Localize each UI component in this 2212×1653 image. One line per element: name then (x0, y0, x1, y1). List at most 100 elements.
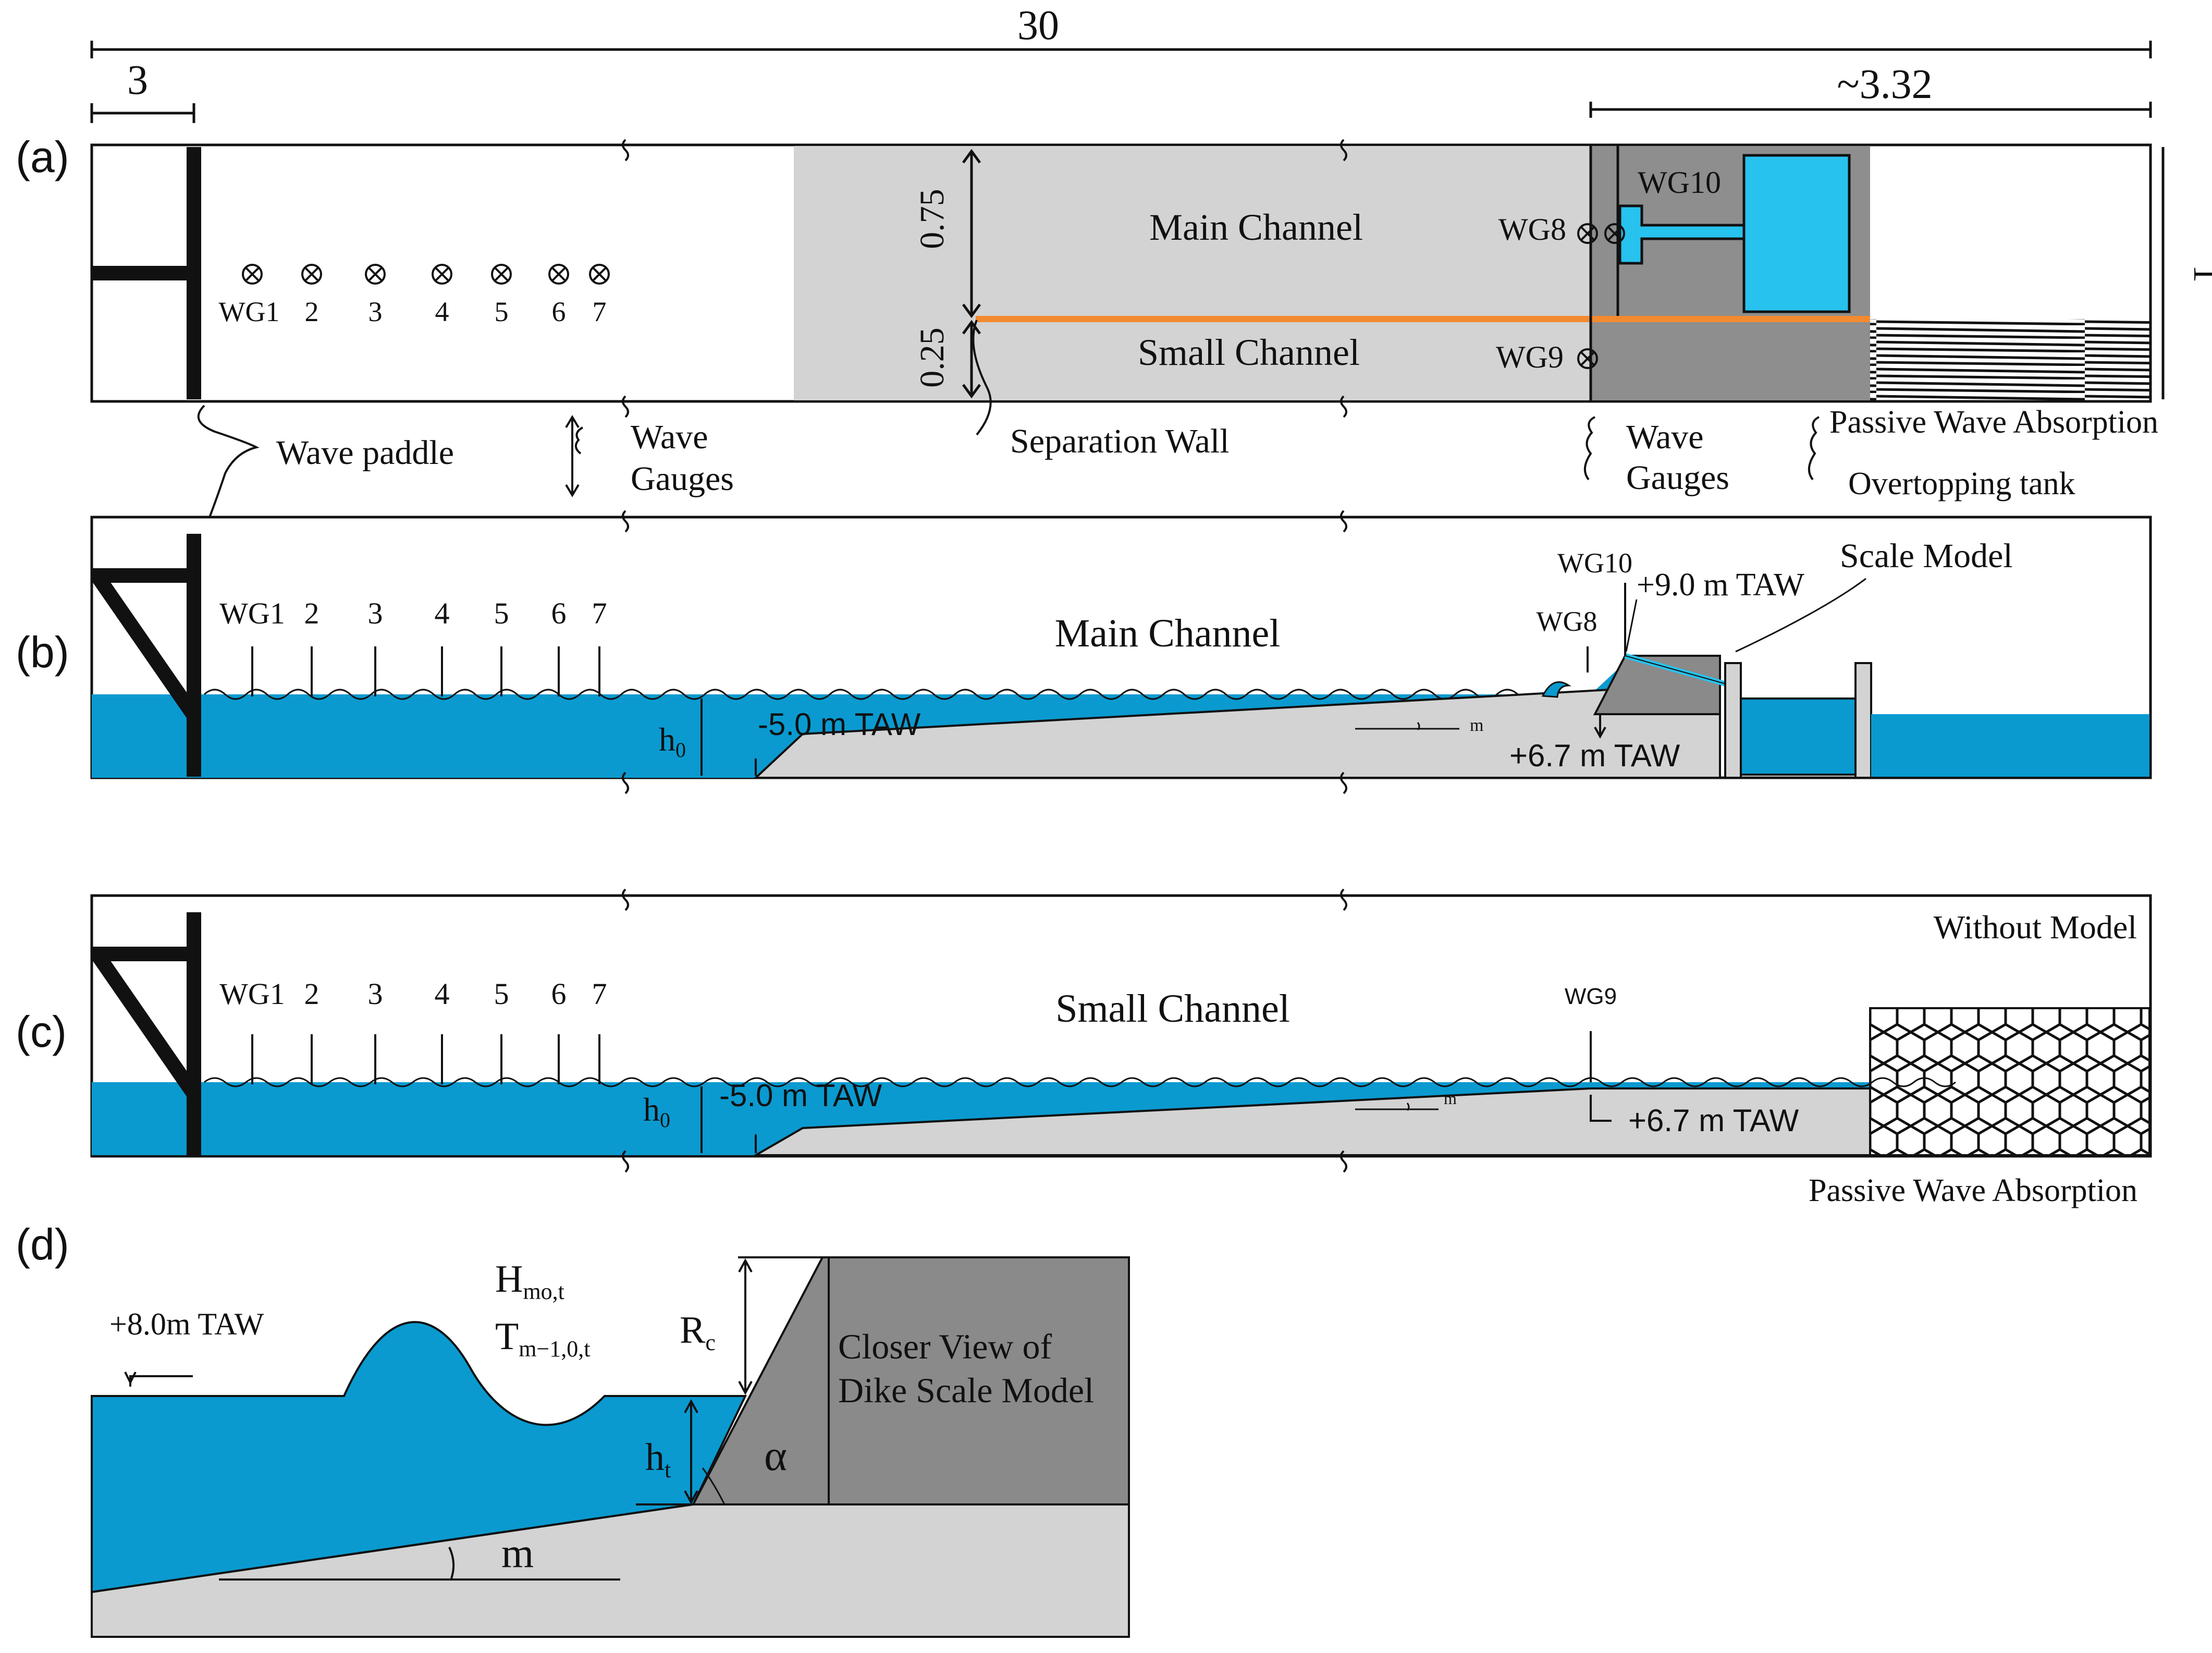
wave-gauges-label-1a: Wave (631, 418, 708, 456)
wave-gauges-label-1b: Gauges (631, 460, 734, 498)
gauge-label: 6 (551, 596, 567, 630)
swl-label-d: +8.0m TAW (109, 1307, 264, 1341)
gauge-label: 2 (304, 977, 319, 1011)
overtopping-tank-b-left-wall (1724, 662, 1742, 779)
dike-body-d (828, 1256, 1130, 1505)
gauge-label: WG1 (219, 977, 285, 1011)
paddle-frame-brace-b (93, 574, 199, 718)
gauge-label-a: 5 (495, 296, 509, 327)
gauge-marker-end (1604, 223, 1625, 244)
gauge-label-a: 3 (368, 296, 383, 327)
panel-c-label: (c) (16, 1007, 67, 1056)
panel-b (90, 510, 2152, 794)
break-marks-a (622, 139, 1347, 418)
main-channel-area (794, 146, 1591, 400)
annotation-leaders (197, 320, 1820, 531)
foreshore-label-b: +6.7 m TAW (1509, 738, 1680, 773)
breaking-wave-icon (1541, 681, 1571, 698)
wave-gauges-label-2b: Gauges (1626, 459, 1729, 497)
rc-label: Rc (680, 1309, 716, 1355)
wg8-label-a: WG8 (1498, 212, 1566, 247)
small-width-label: 0.25 (913, 327, 951, 388)
gauge-label: 7 (592, 977, 607, 1011)
wave-surface-c (204, 1077, 1956, 1087)
passive-absorption-label-a: Passive Wave Absorption (1829, 405, 2158, 440)
panel-c (90, 888, 2152, 1173)
panel-d-label: (d) (16, 1220, 69, 1269)
crest-label-b: +9.0 m TAW (1637, 567, 1804, 603)
rear-water-b (1871, 714, 2149, 777)
h0-label-c: h0 (643, 1091, 670, 1132)
panel-b-label: (b) (16, 628, 69, 677)
small-channel-label-a: Small Channel (1138, 332, 1360, 373)
water-d (91, 1321, 747, 1594)
gauge-label-a: 2 (305, 296, 319, 327)
closer-view-line-1: Closer View of (838, 1327, 1052, 1366)
dike-model-b (1593, 655, 1721, 715)
slope-label-d: m (501, 1530, 534, 1576)
gauge-label: 4 (435, 596, 450, 630)
wg9-label-c: WG9 (1565, 984, 1617, 1009)
overtopping-tank-b-water (1740, 697, 1857, 776)
small-channel-title-c: Small Channel (1055, 987, 1290, 1031)
slope-label-b: m (1470, 716, 1483, 735)
overtopping-tank-label: Overtopping tank (1848, 466, 2075, 501)
h0-label-b: h0 (659, 721, 686, 762)
slope-label-c: m (1444, 1089, 1457, 1108)
gauge-marker-a (548, 264, 569, 285)
paddle-frame-brace-c (93, 953, 199, 1097)
gauge-label: WG1 (219, 596, 285, 630)
ht-label: ht (645, 1436, 671, 1483)
wg10-label-a: WG10 (1638, 165, 1721, 200)
gauge-marker-end (1577, 223, 1598, 244)
wg10-label-b: WG10 (1557, 547, 1632, 579)
toe-label-c: -5.0 m TAW (719, 1078, 882, 1113)
gauge-label-a: WG1 (219, 296, 280, 327)
gauge-label: 6 (551, 977, 567, 1011)
panel-a-label: (a) (16, 132, 69, 181)
foreshore-label-c: +6.7 m TAW (1628, 1103, 1799, 1138)
gauge-label: 5 (494, 977, 509, 1011)
passive-absorption-hex-c (1869, 1007, 2150, 1156)
wave-surface-b (203, 689, 1540, 700)
gauge-marker-a (365, 264, 386, 285)
gauge-marker-a (301, 264, 322, 285)
overtopping-tank-b-right-wall (1854, 662, 1872, 779)
gauge-marker-a (491, 264, 512, 285)
foreshore-d (91, 1503, 1130, 1638)
gauge-marker-a (242, 264, 263, 285)
gauge-label-a: 7 (593, 296, 607, 327)
overtopping-chute-a (1618, 204, 1746, 265)
panel-d (91, 1256, 1130, 1638)
main-channel-label-a: Main Channel (1149, 206, 1363, 248)
paddle-arm-a (92, 266, 196, 280)
total-length-label: 30 (1017, 3, 1059, 48)
wave-gauges-label-2a: Wave (1626, 418, 1704, 456)
passive-absorption-label-c: Passive Wave Absorption (1809, 1173, 2137, 1208)
wave-paddle-label: Wave paddle (276, 434, 454, 472)
gauge-label: 7 (592, 596, 607, 630)
gauge-marker-a (589, 264, 610, 285)
separation-wall-label: Separation Wall (1010, 422, 1230, 460)
gauge-marker-end (1577, 348, 1598, 369)
main-channel-title-b: Main Channel (1055, 611, 1281, 655)
hmo-label: Hmo,t (495, 1258, 564, 1304)
panel-a (90, 139, 2165, 418)
paddle-offset-label: 3 (127, 57, 148, 103)
gauge-label-a: 6 (552, 296, 566, 327)
wg9-label-a: WG9 (1496, 340, 1564, 374)
total-width-label: 1 (2186, 265, 2212, 283)
gauge-label-a: 4 (435, 296, 449, 327)
main-width-label: 0.75 (913, 189, 951, 249)
scale-model-label: Scale Model (1840, 537, 2013, 575)
gauge-label: 2 (304, 596, 319, 630)
gauge-label: 4 (435, 977, 450, 1011)
passive-absorption-hatch-a (1870, 319, 2149, 400)
alpha-label: α (764, 1431, 787, 1480)
toe-label-b: -5.0 m TAW (758, 707, 921, 742)
overtopping-tank-a (1742, 154, 1851, 313)
